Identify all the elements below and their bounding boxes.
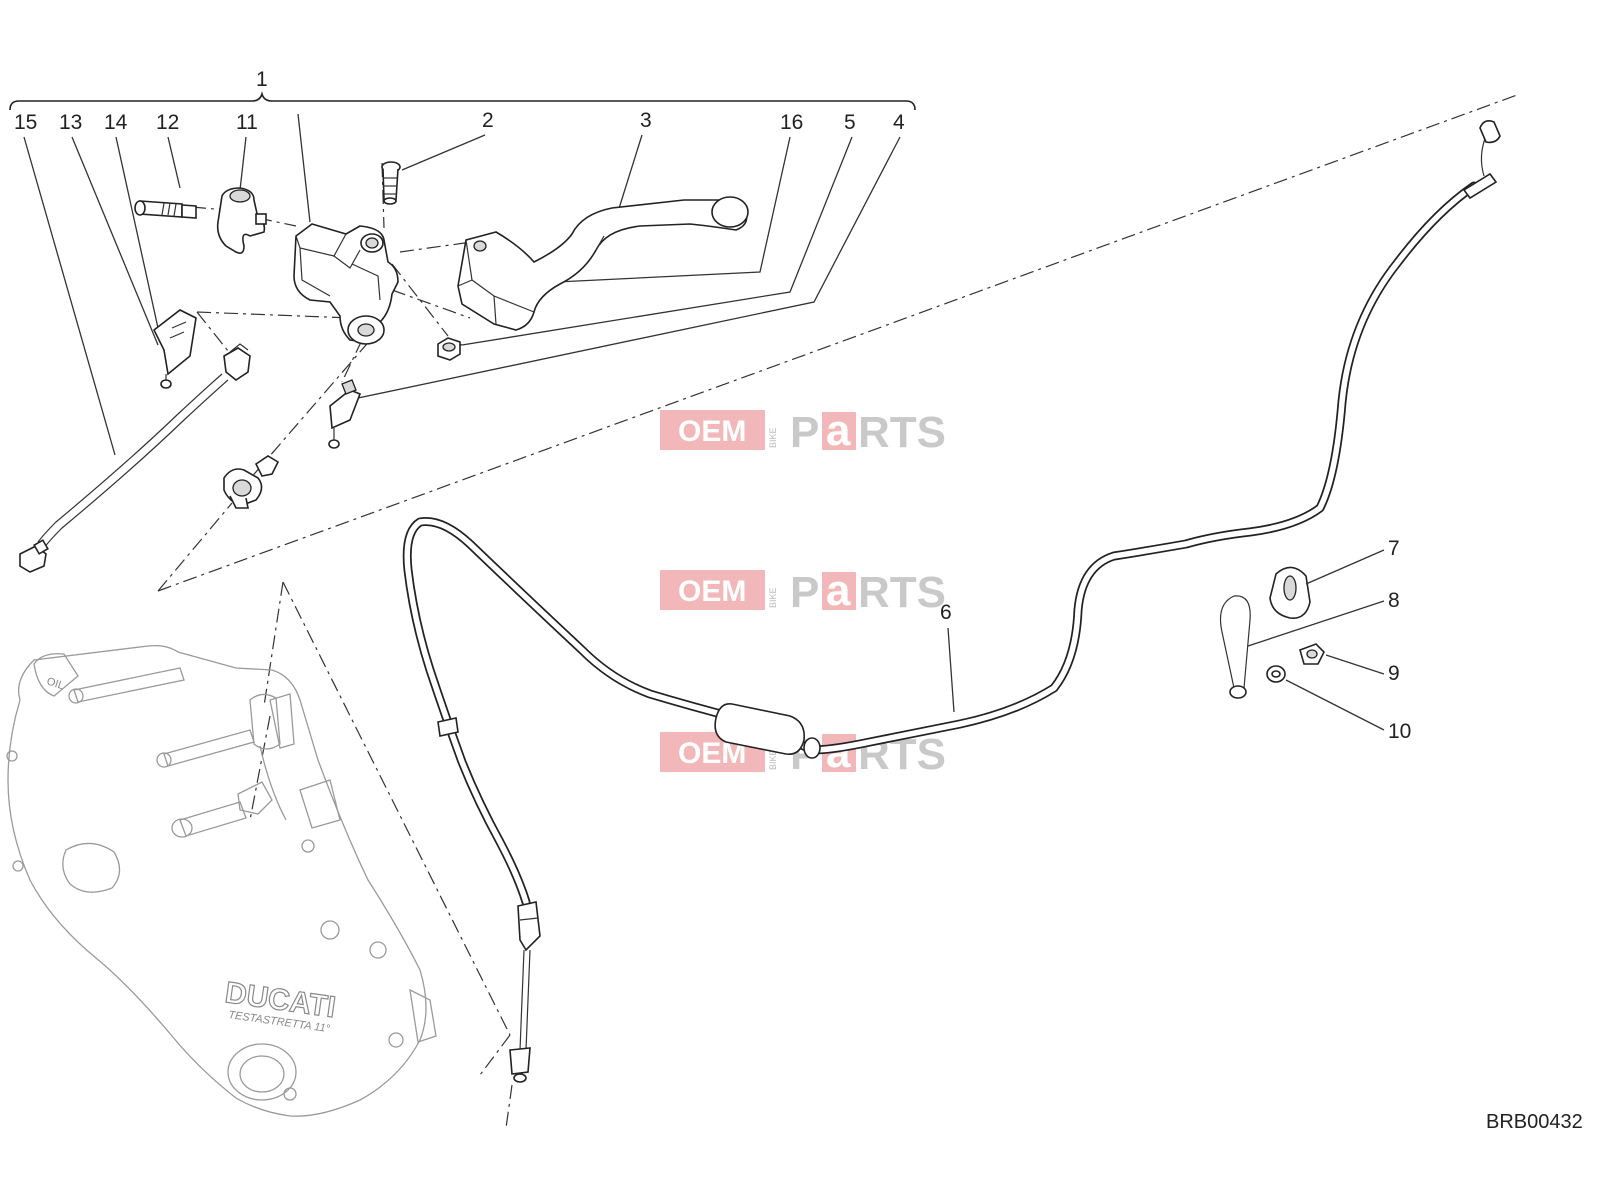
svg-text:P: P — [790, 568, 819, 617]
drawing-code: BRB00432 — [1486, 1111, 1583, 1133]
part-13-screw — [328, 428, 340, 449]
leader-lines — [23, 113, 901, 456]
callout-1: 1 — [256, 68, 268, 91]
callout-11: 11 — [236, 111, 258, 134]
callout-10: 10 — [1388, 720, 1411, 743]
part-3-lever — [457, 196, 749, 331]
callout-13: 13 — [59, 111, 82, 134]
callout-2: 2 — [482, 109, 494, 132]
part-14-bracket — [152, 309, 197, 389]
watermark-3: OEM BIKE P a RTS — [660, 728, 946, 779]
leader-lines-right — [1247, 549, 1385, 731]
part-2-pivot-bolt — [381, 161, 401, 205]
assembly-bracket: 1 — [9, 68, 916, 111]
part-16-switch — [329, 379, 362, 430]
svg-text:a: a — [826, 406, 851, 455]
part-12-bolt — [134, 200, 197, 219]
callout-12: 12 — [156, 111, 179, 134]
callout-9: 9 — [1388, 662, 1400, 685]
svg-text:RTS: RTS — [858, 568, 946, 617]
svg-text:RTS: RTS — [858, 408, 946, 457]
engine-clutch-cover: OIL DUCATI TESTASTRETTA 11° — [6, 644, 437, 1117]
callout-6: 6 — [940, 601, 952, 624]
callout-8: 8 — [1388, 589, 1400, 612]
svg-text:BIKE: BIKE — [768, 587, 778, 608]
callout-5: 5 — [844, 111, 856, 134]
svg-text:a: a — [826, 566, 851, 615]
lever-bracket — [293, 223, 399, 345]
part-10-washer — [1266, 665, 1286, 683]
part-5-nut — [437, 337, 461, 361]
watermark-1: OEM BIKE P a RTS — [660, 406, 946, 457]
part-6-clutch-cable — [402, 120, 1501, 1083]
part-8-clip — [1219, 595, 1251, 699]
part-7-grommet — [1269, 566, 1311, 619]
callout-4: 4 — [893, 111, 905, 134]
svg-text:OEM: OEM — [678, 575, 746, 608]
svg-text:P: P — [790, 408, 819, 457]
part-11-clamp — [216, 187, 267, 254]
callout-15: 15 — [14, 111, 37, 134]
callout-3: 3 — [640, 109, 652, 132]
callout-16: 16 — [780, 111, 803, 134]
watermark-2: OEM BIKE P a RTS — [660, 566, 946, 617]
part-9-screw — [1299, 643, 1325, 665]
part-4-adjuster — [223, 455, 280, 509]
svg-text:OIL: OIL — [45, 675, 66, 692]
callout-14: 14 — [104, 111, 128, 134]
callout-7: 7 — [1388, 537, 1400, 560]
svg-text:OEM: OEM — [678, 415, 746, 448]
svg-text:BIKE: BIKE — [768, 749, 778, 770]
part-15-switch-wire — [19, 343, 251, 573]
svg-text:BIKE: BIKE — [768, 427, 778, 448]
